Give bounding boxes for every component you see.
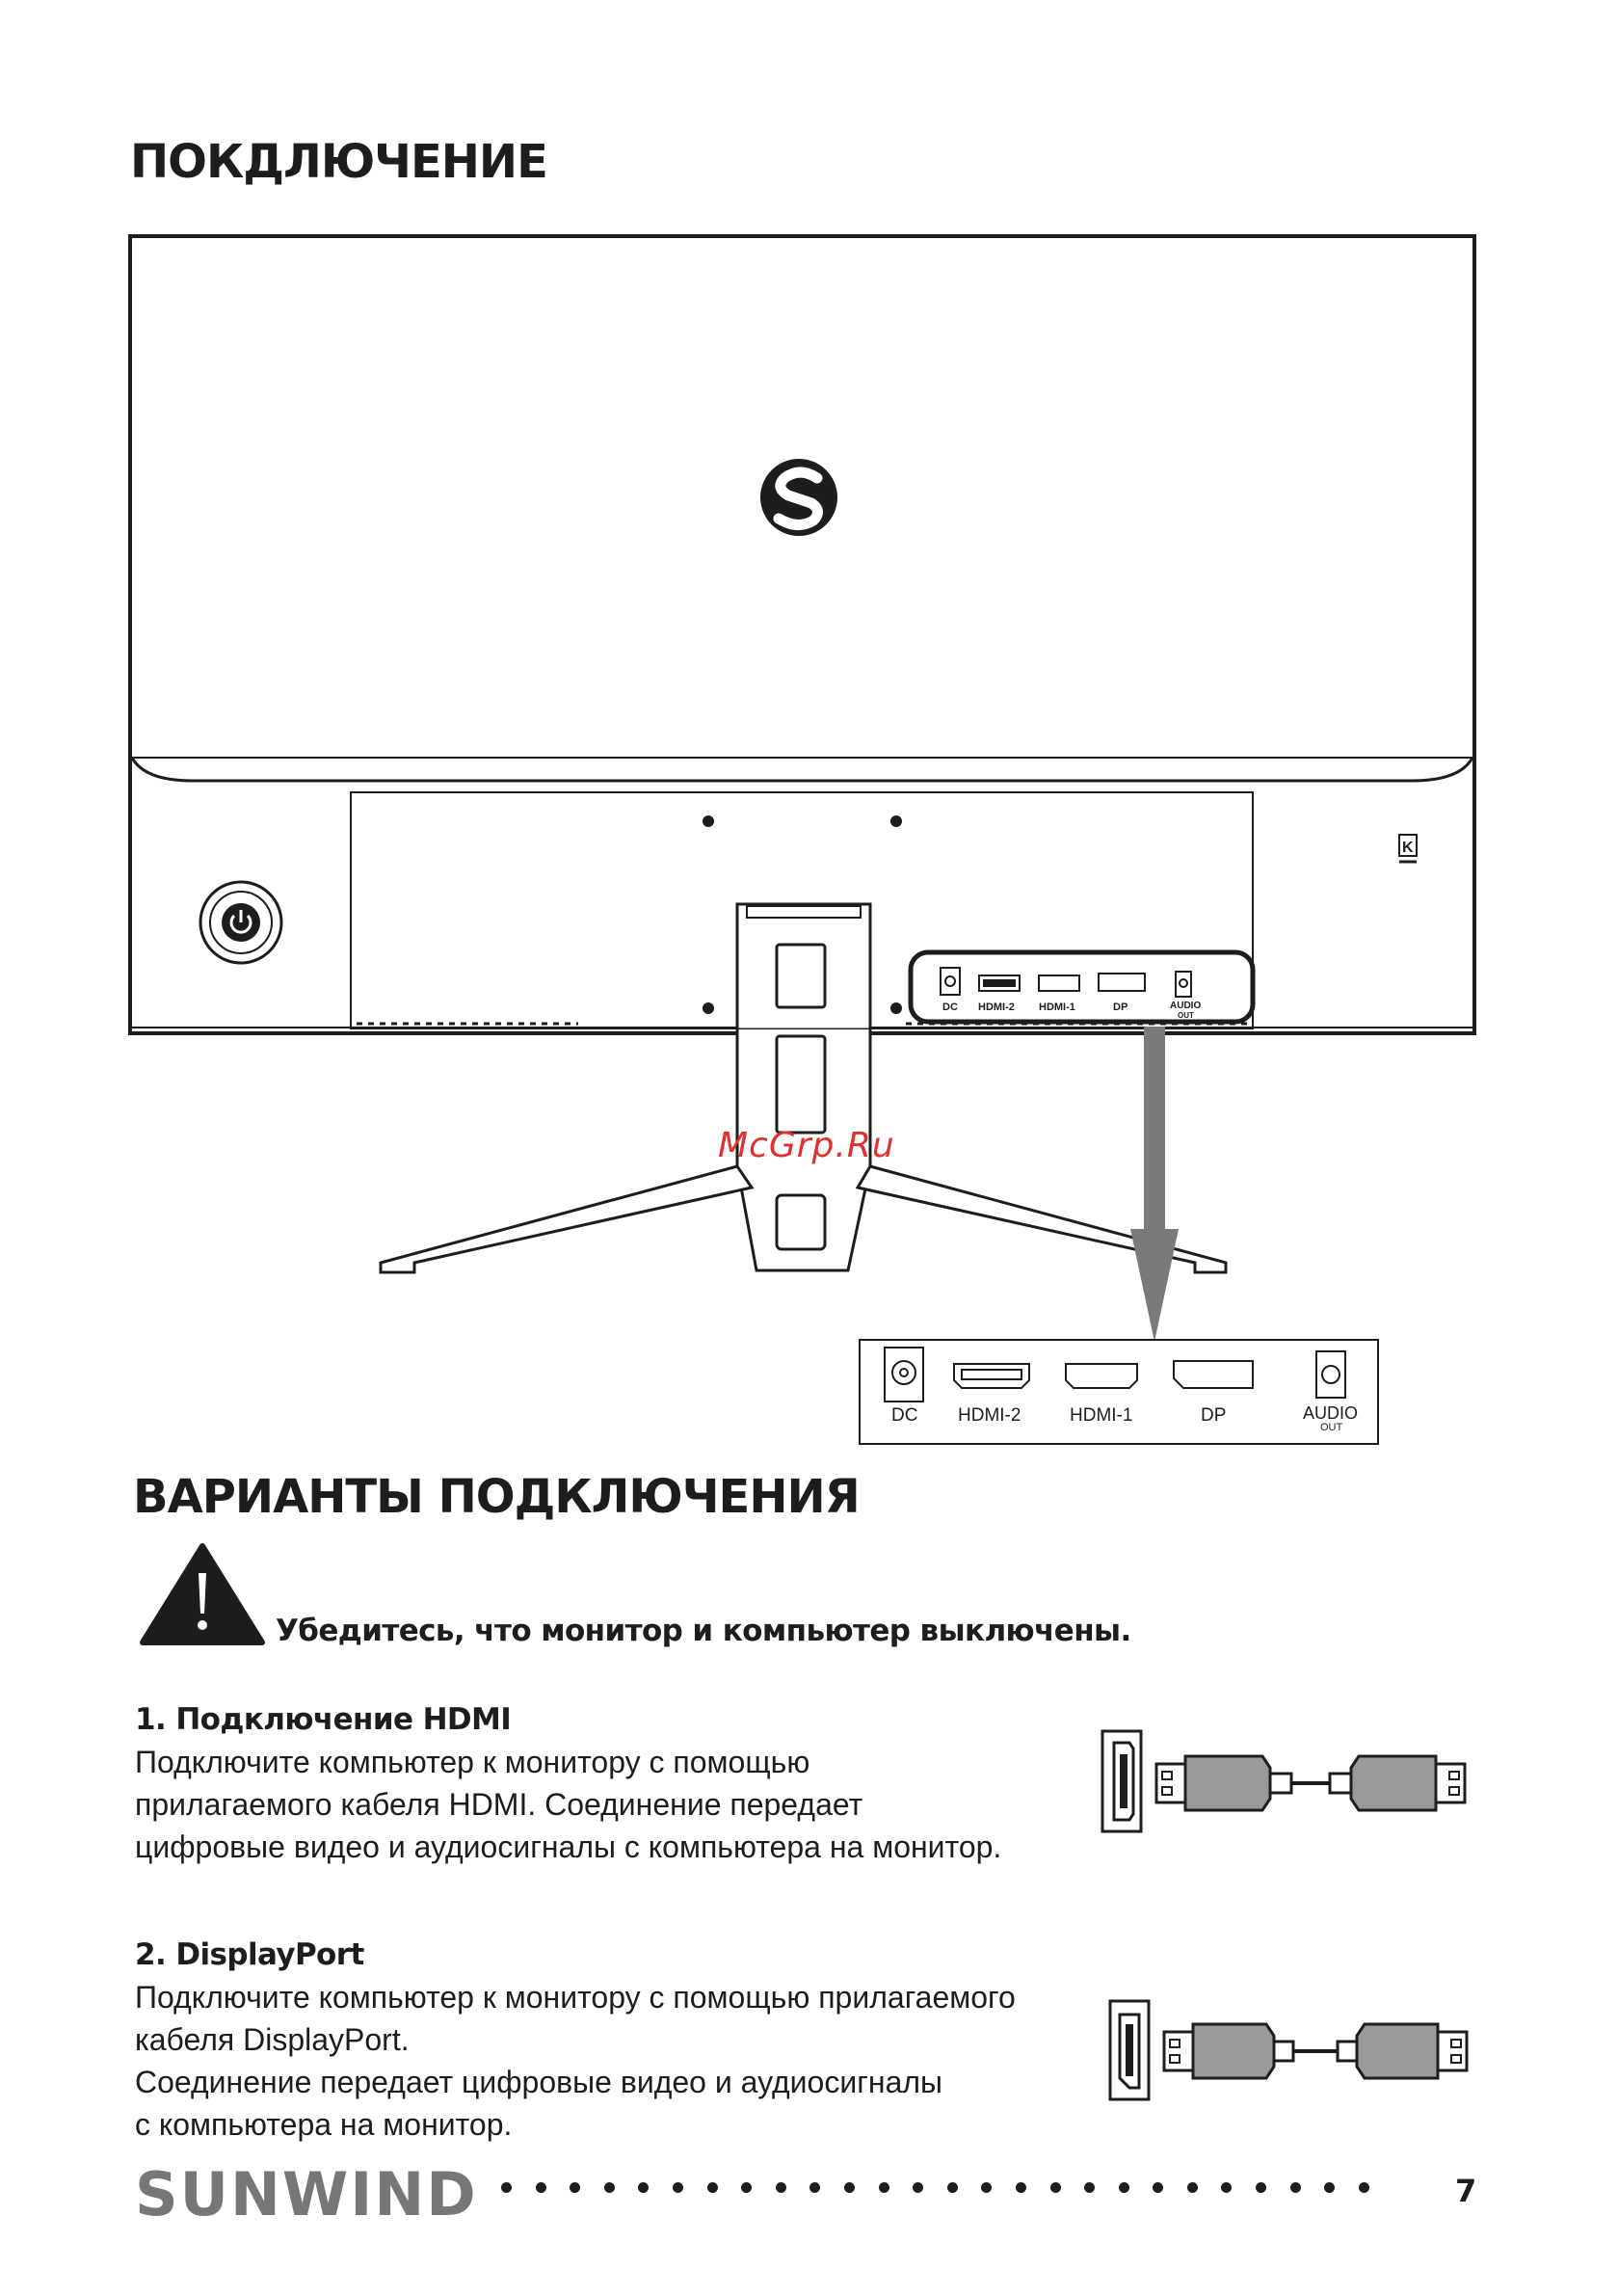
hdmi-section-title: 1. Подключение HDMI xyxy=(135,1702,512,1737)
dp-port-icon xyxy=(1173,1360,1254,1389)
hdmi-line: цифровые видео и аудиосигналы с компьюте… xyxy=(135,1829,1002,1864)
monitor-port-area xyxy=(908,949,1256,1025)
port-label-hdmi1: HDMI-1 xyxy=(1070,1405,1132,1426)
stand-leg-right xyxy=(855,1164,1228,1274)
port-panel: DC HDMI-2 HDMI-1 DP AUDIO OUT xyxy=(859,1339,1379,1445)
page-number: 7 xyxy=(1455,2173,1477,2209)
stand-neck xyxy=(735,902,872,1031)
port-label-dc: DC xyxy=(891,1405,917,1426)
hdmi-description: Подключите компьютер к монитору с помощь… xyxy=(135,1741,1001,1868)
logo-s-icon xyxy=(760,459,837,536)
displayport-cable-icon xyxy=(1108,1999,1469,2101)
stand-leg-left xyxy=(379,1164,755,1274)
port-label-out: OUT xyxy=(1320,1422,1343,1433)
panel-lower-edge xyxy=(130,757,1474,783)
port-label-audio: AUDIO xyxy=(1303,1403,1358,1423)
small-port-label: HDMI-2 xyxy=(978,1001,1015,1013)
small-port-label: DP xyxy=(1113,1001,1127,1013)
warning-triangle-icon xyxy=(140,1543,265,1645)
displayport-description: Подключите компьютер к монитору с помощь… xyxy=(135,1976,1016,2146)
watermark: McGrp.Ru xyxy=(718,1126,895,1165)
hdmi2-port-icon xyxy=(953,1363,1030,1389)
displayport-line: Соединение передает цифровые видео и ауд… xyxy=(135,2065,943,2099)
port-label-dp: DP xyxy=(1201,1405,1226,1426)
monitor-rear-diagram: K DC HDMI-2 HDMI-1 DP AUDIO OUT DC HD xyxy=(128,234,1476,1445)
displayport-section-title: 2. DisplayPort xyxy=(135,1937,364,1972)
small-port-label: AUDIO xyxy=(1170,1001,1201,1011)
hdmi-line: прилагаемого кабеля HDMI. Соединение пер… xyxy=(135,1787,863,1822)
warning-text: Убедитесь, что монитор и компьютер выклю… xyxy=(276,1614,1131,1648)
brand-logo: SUNWIND xyxy=(135,2159,478,2229)
footer-dots xyxy=(501,2182,1393,2193)
small-port-label: OUT xyxy=(1178,1011,1194,1020)
power-button-icon xyxy=(199,880,283,965)
audio-port-icon xyxy=(1315,1350,1346,1399)
arrow-down-icon xyxy=(1130,1027,1179,1342)
section-title-variants: ВАРИАНТЫ ПОДКЛЮЧЕНИЯ xyxy=(133,1470,861,1524)
svg-text:K: K xyxy=(1402,840,1414,856)
displayport-line: с компьютера на монитор. xyxy=(135,2107,513,2142)
small-port-label: HDMI-1 xyxy=(1039,1001,1075,1013)
hdmi1-port-icon xyxy=(1065,1363,1138,1389)
kensington-lock-icon: K xyxy=(1398,834,1418,864)
dc-port-icon xyxy=(884,1347,924,1402)
displayport-line: Подключите компьютер к монитору с помощь… xyxy=(135,1980,1016,2015)
hdmi-cable-icon xyxy=(1101,1729,1467,1833)
hdmi-line: Подключите компьютер к монитору с помощь… xyxy=(135,1745,810,1779)
page-title: ПОКДЛЮЧЕНИЕ xyxy=(130,135,548,189)
port-label-hdmi2: HDMI-2 xyxy=(958,1405,1021,1426)
displayport-line: кабеля DisplayPort. xyxy=(135,2022,410,2057)
small-port-label: DC xyxy=(942,1001,958,1013)
